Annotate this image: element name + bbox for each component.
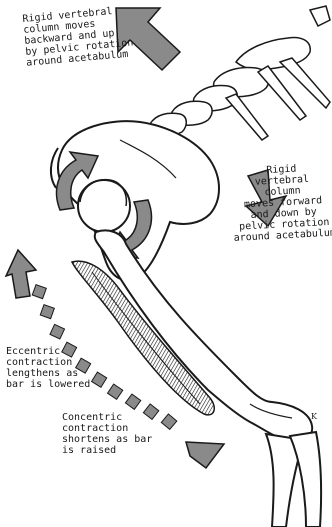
annotation-eccentric: Eccentric contraction lengthens as bar i…: [6, 346, 90, 390]
arrow-down-concentric: [186, 442, 224, 468]
artist-signature: K: [311, 411, 317, 422]
hip-joint: [78, 180, 130, 232]
annotation-concentric: Concentric contraction shortens as bar i…: [62, 412, 152, 456]
lower-leg: [266, 432, 321, 527]
lumbar-spine: [149, 6, 330, 140]
annotation-pelvis-backward: Rigid vertebral column moves backward an…: [22, 5, 135, 69]
arrow-up-eccentric: [6, 250, 36, 298]
annotation-pelvis-forward: Rigid vertebral column moves forward and…: [230, 162, 332, 244]
